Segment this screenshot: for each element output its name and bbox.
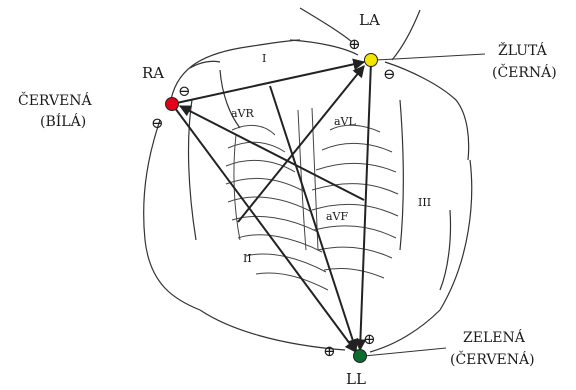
ll-color-label: ZELENÁ — [463, 328, 526, 346]
ra-abbr-label: RA — [142, 64, 164, 82]
lead-vectors — [172, 62, 371, 352]
la-electrode — [365, 54, 378, 67]
la-color-label: ŽLUTÁ — [498, 41, 548, 59]
la-minus-symbol: ⊖ — [383, 65, 396, 83]
la-alt-color-label: (ČERNÁ) — [492, 63, 557, 81]
ll-alt-color-label: (ČERVENÁ) — [450, 350, 535, 368]
avf-label: aVF — [326, 210, 349, 223]
ll-abbr-label: LL — [346, 370, 366, 388]
lead-i-vector — [172, 62, 364, 104]
ll-leader-line — [364, 348, 446, 356]
lead-ii-label: II — [243, 252, 252, 265]
la-abbr-label: LA — [359, 11, 380, 29]
lead-iii-label: III — [418, 196, 431, 209]
avr-label: aVR — [231, 107, 255, 120]
ll-electrode — [354, 350, 367, 363]
ll-plus-symbol-right: ⊕ — [363, 330, 376, 348]
ra-alt-color-label: (BÍLÁ) — [40, 112, 86, 130]
ra-electrode — [166, 98, 179, 111]
torso-outline — [144, 8, 472, 352]
ra-color-label: ČERVENÁ — [18, 91, 93, 109]
lead-i-label: I — [262, 52, 266, 65]
ra-minus-symbol-lower: ⊖ — [151, 114, 164, 132]
la-leader-line — [376, 54, 485, 60]
ra-minus-symbol-upper: ⊖ — [178, 82, 191, 100]
la-plus-symbol: ⊕ — [348, 35, 361, 53]
lead-ii-vector — [172, 104, 356, 352]
rib-cage — [226, 108, 398, 290]
lead-iii-vector — [360, 62, 371, 350]
ll-plus-symbol-left: ⊕ — [323, 342, 336, 360]
avl-label: aVL — [334, 115, 357, 128]
